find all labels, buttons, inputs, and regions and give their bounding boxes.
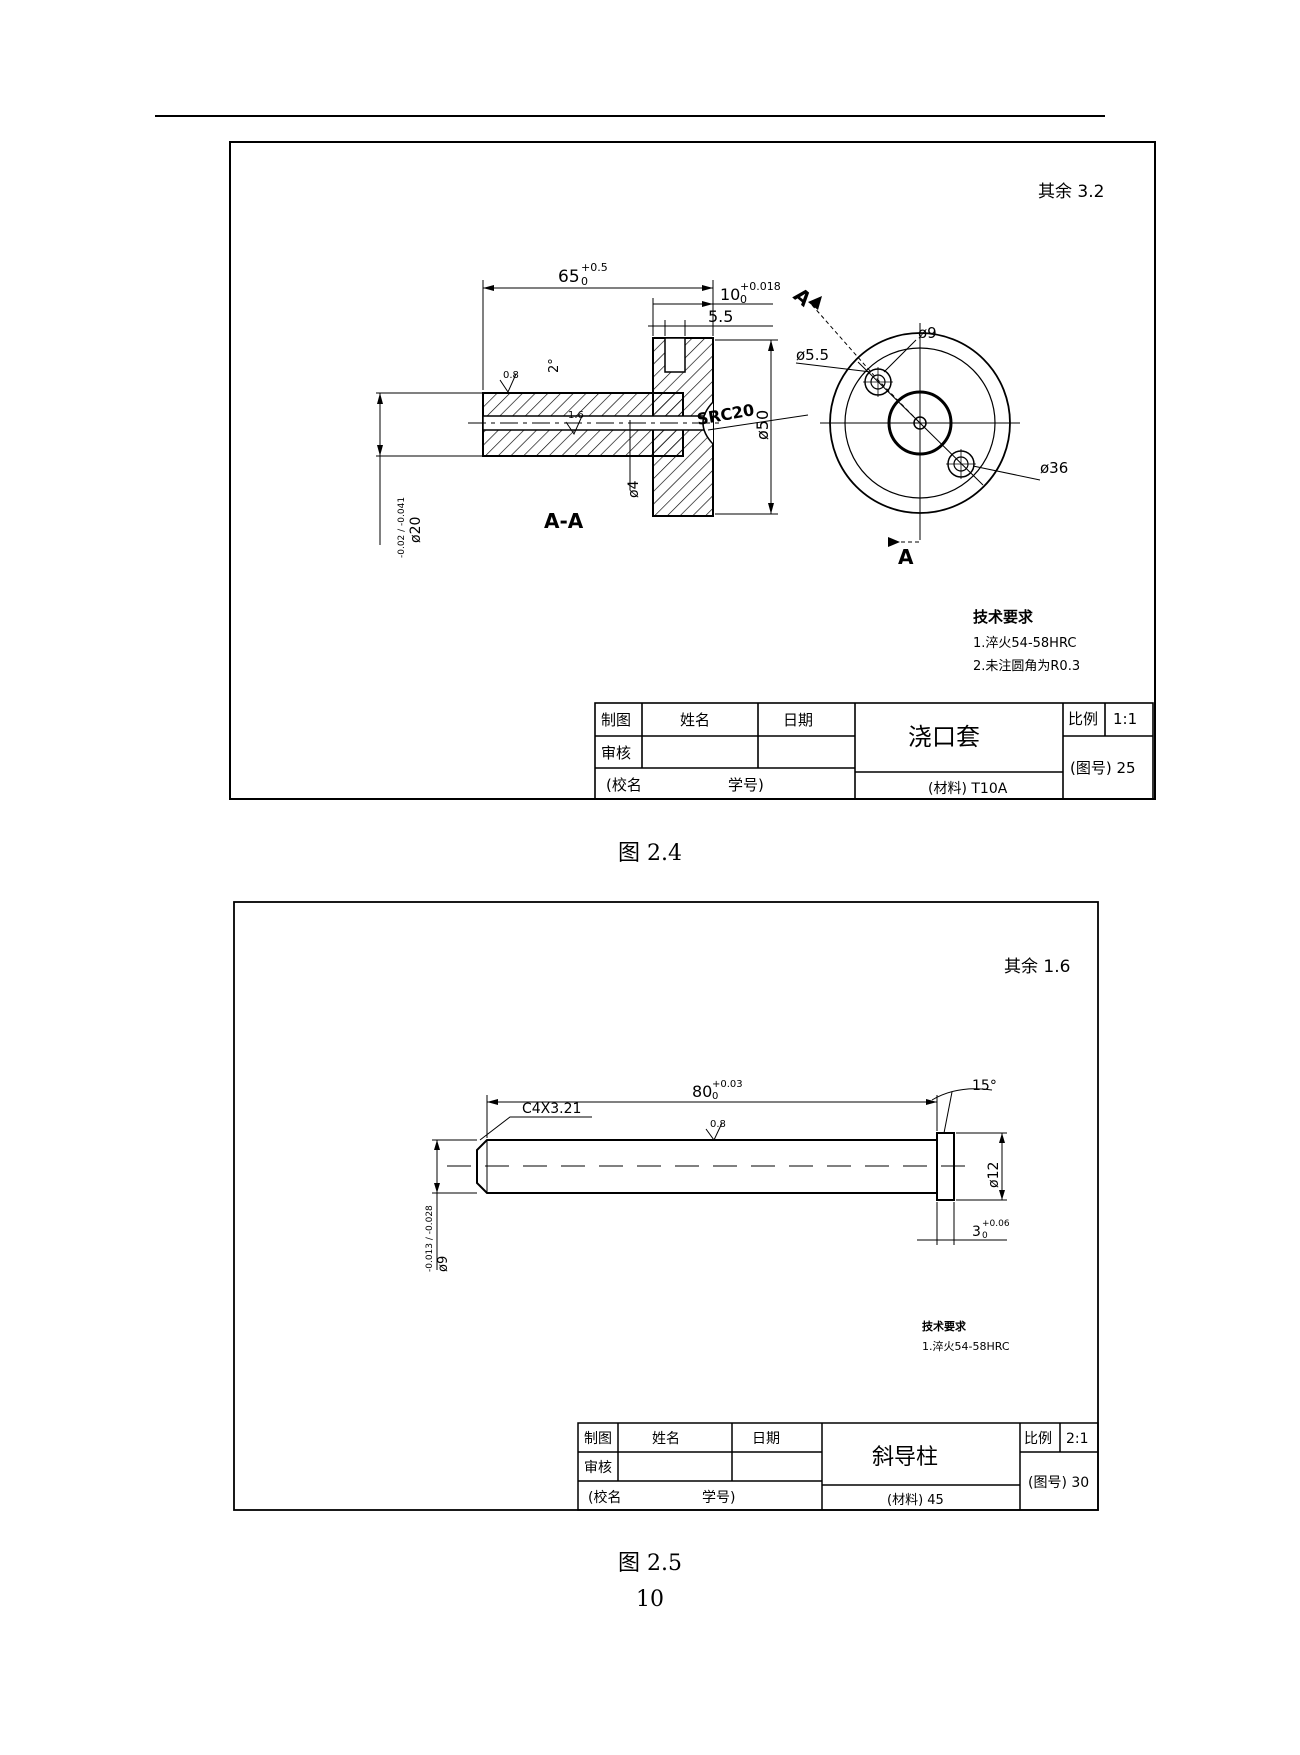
tb-drawing-no: (图号) 25 [1070, 759, 1136, 777]
section-marker-bottom: A [898, 545, 914, 569]
dim-dia-9-tol: -0.013 / -0.028 [425, 1205, 435, 1272]
section-view [468, 337, 723, 517]
dim-dia-12: ø12 [986, 1162, 1002, 1188]
tb2-school: (校名 [588, 1489, 621, 1506]
tb-draw: 制图 [601, 711, 631, 729]
tb2-name: 姓名 [652, 1431, 680, 1447]
dim-hole-9: ø9 [918, 324, 937, 342]
tb2-material: (材料) 45 [887, 1493, 944, 1508]
title-block-2 [577, 1422, 1099, 1511]
dim-dia-20: ø20 [408, 517, 424, 543]
front-view [811, 304, 1020, 543]
section-label-aa: A-A [544, 509, 584, 533]
dim-length-80: 80 [692, 1082, 712, 1101]
tb-student-no: 学号) [728, 776, 764, 794]
drawing-angle-pin: 其余 1.6 80 +0.03 0 C4X3.21 0.8 15° ø12 3 … [233, 901, 1099, 1511]
figure-caption-2-4: 图 2.4 [618, 841, 682, 866]
dim-flange-10: 10 [720, 285, 740, 304]
dim-length-80-tol: +0.03 [712, 1079, 743, 1090]
tb2-check: 审核 [584, 1460, 612, 1476]
dim-dia-36: ø36 [1040, 459, 1068, 477]
tb-scale-label: 比例 [1068, 710, 1098, 728]
section-marker-top: A [789, 283, 817, 312]
figure-caption-2-5: 图 2.5 [618, 1551, 682, 1576]
tb-material: (材料) T10A [928, 781, 1008, 797]
tb-school: (校名 [606, 776, 642, 794]
tb2-scale: 2:1 [1066, 1431, 1089, 1447]
tb2-scale-label: 比例 [1024, 1431, 1052, 1447]
dim-length-65-tol: +0.5 [581, 261, 608, 274]
tech-req-item-2: 2.未注圆角为R0.3 [973, 659, 1080, 674]
dim-head-3: 3 [972, 1224, 981, 1240]
dim-dia-9: ø9 [436, 1256, 451, 1272]
tb-name: 姓名 [680, 711, 710, 729]
dim-dia-20-tol: -0.02 / -0.041 [397, 497, 407, 558]
dim-length-65-tol-low: 0 [581, 275, 588, 288]
tb-check: 审核 [601, 744, 631, 762]
dim-length-65: 65 [558, 267, 580, 287]
dim-dia-4: ø4 [626, 480, 642, 498]
roughness-0-8-pin: 0.8 [710, 1119, 726, 1130]
dim-flange-10-tol: +0.018 [740, 280, 781, 293]
dim-length-80-tol-low: 0 [712, 1091, 718, 1102]
tech-req-title-2: 技术要求 [922, 1319, 967, 1333]
dim-flange-10-tol-low: 0 [740, 293, 747, 306]
tech-req-item-1: 1.淬火54-58HRC [973, 636, 1076, 651]
tb-scale: 1:1 [1113, 710, 1137, 728]
title-block [594, 702, 1154, 800]
page-number: 10 [636, 1587, 664, 1612]
tb-date: 日期 [783, 711, 813, 729]
dim-angle-15: 15° [972, 1078, 997, 1094]
dim-chamfer: C4X3.21 [522, 1101, 581, 1117]
roughness-1-6: 1.6 [568, 410, 584, 421]
drawing-sprue-bushing: 其余 3.2 65 +0.5 0 10 +0.018 0 5.5 ø50 SRC… [229, 141, 1156, 800]
pin-body [447, 1132, 972, 1201]
tb2-date: 日期 [752, 1431, 780, 1447]
tb2-draw: 制图 [584, 1431, 612, 1447]
surface-roughness-note-2: 其余 1.6 [1004, 957, 1070, 977]
tb2-drawing-no: (图号) 30 [1028, 1475, 1089, 1491]
surface-roughness-note: 其余 3.2 [1038, 182, 1104, 202]
roughness-0-8: 0.8 [503, 370, 519, 381]
tb2-student-no: 学号) [702, 1490, 735, 1506]
tb-part-name: 浇口套 [908, 723, 980, 751]
dim-head-3-tol-low: 0 [982, 1231, 988, 1241]
tb2-part-name: 斜导柱 [872, 1445, 938, 1470]
header-rule [155, 115, 1105, 117]
dim-dia-50: ø50 [753, 410, 772, 440]
drawing-frame-2 [233, 901, 1099, 1511]
tech-req-item-1-2: 1.淬火54-58HRC [922, 1339, 1010, 1353]
dim-head-3-tol: +0.06 [982, 1219, 1010, 1229]
tech-req-title: 技术要求 [973, 608, 1034, 626]
dim-hole-5-5: ø5.5 [796, 346, 829, 364]
dim-angle-2: 2° [547, 358, 562, 373]
dim-step-5-5: 5.5 [708, 307, 733, 326]
